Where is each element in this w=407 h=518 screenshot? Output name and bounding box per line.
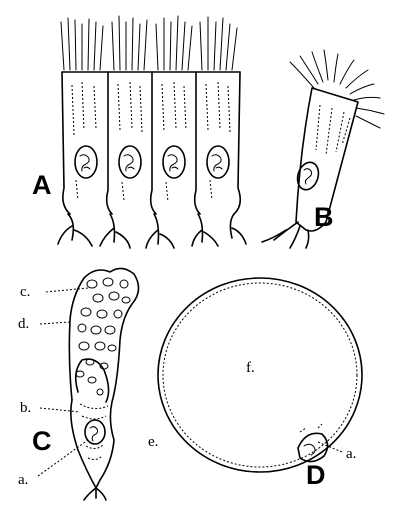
panel-c-leaders (37, 287, 89, 477)
panel-d-label-a: a. (346, 446, 356, 462)
panel-c-label-b: b. (20, 400, 31, 416)
panel-b-label: B (314, 202, 334, 232)
panel-d-outline (157, 277, 363, 473)
panel-a-label: A (32, 170, 52, 200)
panel-d-sphere (157, 277, 363, 473)
panel-d-label-e: e. (148, 434, 158, 450)
panel-c-mucus-granules (75, 277, 131, 396)
panel-d-leaders (317, 441, 343, 453)
panel-a-cell-outlines (57, 71, 247, 249)
panel-c-label-c: c. (20, 284, 30, 300)
panel-c-nucleus (84, 419, 106, 445)
panel-d-label-f: f. (246, 360, 255, 376)
panel-c-cytoplasm-stipple (79, 403, 109, 461)
panel-b-cell-outline (295, 87, 359, 232)
panel-a-cilia (60, 15, 238, 71)
panel-a-nuclei (74, 145, 230, 179)
panel-b-cilia (289, 49, 385, 129)
panel-a-cells (57, 15, 247, 249)
panel-b-cell (261, 49, 385, 249)
panel-c-label-a: a. (18, 472, 28, 488)
panel-d-label: D (306, 460, 326, 490)
panel-c-base (83, 487, 107, 501)
panel-c-goblet-cell (68, 267, 140, 501)
panel-c-mucus-boundary (74, 358, 110, 403)
panel-c-label-d: d. (18, 316, 29, 332)
panel-c-cell-outline (68, 267, 140, 489)
panel-b-nucleus (296, 161, 320, 191)
panel-d-nucleus (297, 432, 329, 463)
panel-c-label: C (32, 426, 52, 456)
panel-d-inner-rim (162, 282, 358, 468)
panel-a-striations (71, 81, 231, 203)
